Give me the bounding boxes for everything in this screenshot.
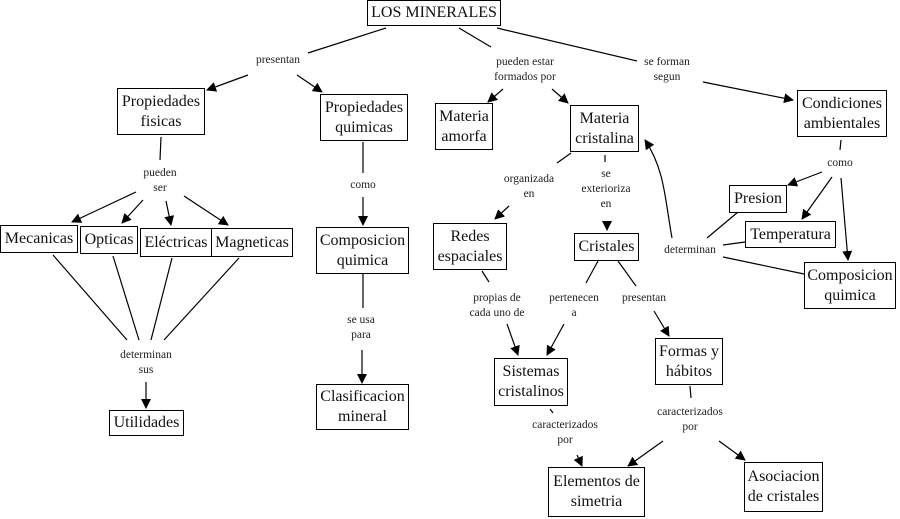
edge-arrow — [206, 74, 249, 92]
edge-line — [585, 260, 599, 284]
node-los-minerales[interactable]: LOS MINERALES — [367, 0, 501, 26]
link-caracterizados-por-2: caracterizados por — [657, 406, 723, 433]
node-asociacion-cristales[interactable]: Asociacion de cristales — [744, 462, 823, 512]
edge-arrow — [573, 454, 583, 467]
edge-line — [722, 256, 805, 275]
edge-line — [706, 211, 739, 239]
node-clasificacion-mineral[interactable]: Clasificacion mineral — [316, 384, 409, 430]
node-propiedades-fisicas[interactable]: Propiedades fisicas — [117, 88, 205, 135]
edge-arrow-curved — [644, 139, 673, 239]
edge-line — [556, 152, 572, 164]
link-pertenecen-a: pertenecen a — [549, 292, 599, 319]
link-pueden-ser: pueden ser — [143, 167, 177, 194]
link-caracterizados-por-1: caracterizados por — [532, 419, 598, 446]
node-redes-espaciales[interactable]: Redes espaciales — [433, 223, 507, 270]
edge-line — [163, 257, 240, 341]
edge-arrow — [702, 81, 794, 104]
node-temperatura[interactable]: Temperatura — [745, 221, 836, 248]
link-presentan-2: presentan — [621, 292, 667, 304]
node-sistemas-cristalinos[interactable]: Sistemas cristalinos — [494, 358, 568, 406]
edge-line — [481, 270, 490, 283]
edge-arrow — [653, 310, 670, 337]
node-elementos-simetria[interactable]: Elementos de simetria — [548, 467, 645, 517]
link-como: como — [350, 179, 376, 191]
edge-arrow — [546, 323, 565, 356]
edge-line — [839, 139, 842, 151]
node-materia-cristalina[interactable]: Materia cristalina — [570, 105, 639, 152]
node-magneticas[interactable]: Magneticas — [211, 228, 293, 257]
link-presentan: presentan — [255, 54, 301, 66]
link-determinan: determinan — [664, 244, 716, 256]
edge-line — [112, 255, 140, 341]
edge-line — [458, 27, 492, 48]
edge-line — [150, 257, 173, 341]
edge-arrow — [71, 191, 137, 223]
link-se-forman-segun: se forman segun — [644, 56, 690, 83]
edge-arrow — [801, 176, 833, 220]
node-presion[interactable]: Presion — [729, 185, 787, 213]
edge-line — [617, 260, 637, 287]
edge-arrow — [627, 440, 664, 467]
edge-line — [496, 27, 638, 62]
edge-arrow — [787, 171, 823, 187]
edge-arrow — [164, 200, 175, 226]
node-propiedades-quimicas[interactable]: Propiedades quimicas — [320, 94, 408, 141]
node-opticas[interactable]: Opticas — [80, 226, 138, 254]
edge-arrow — [296, 74, 323, 93]
node-condiciones-ambientales[interactable]: Condiciones ambientales — [797, 90, 887, 137]
node-electricas[interactable]: Eléctricas — [140, 228, 212, 257]
edge-line — [52, 254, 128, 341]
edge-arrow — [506, 323, 520, 356]
link-propias-de-cada-uno-de: propias de cada uno de — [469, 292, 525, 319]
edge-line — [549, 408, 554, 414]
node-cristales[interactable]: Cristales — [574, 233, 639, 261]
edge-line — [159, 136, 162, 161]
link-se-usa-para: se usa para — [347, 314, 375, 341]
node-composicion-quimica-2[interactable]: Composicion quimica — [804, 262, 896, 309]
edge-arrow — [551, 88, 569, 104]
link-organizada-en: organizada en — [503, 173, 555, 200]
link-determinan-sus: determinan sus — [120, 349, 172, 376]
edge-line — [689, 385, 692, 399]
node-mecanicas[interactable]: Mecanicas — [0, 225, 78, 253]
link-como-2: como — [827, 157, 853, 169]
node-composicion-quimica[interactable]: Composicion quimica — [316, 227, 409, 274]
edge-arrow — [840, 177, 853, 261]
edge-arrow — [494, 205, 510, 220]
edge-arrow — [718, 440, 746, 461]
node-utilidades[interactable]: Utilidades — [109, 410, 184, 436]
node-formas-habitos[interactable]: Formas y hábitos — [655, 338, 723, 385]
node-materia-amorfa[interactable]: Materia amorfa — [435, 103, 493, 150]
edge-arrow — [121, 199, 144, 224]
edge-arrow — [183, 195, 229, 226]
link-pueden-estar-formados-por: pueden estar formados por — [494, 56, 556, 83]
link-se-exterioriza-en: se exterioriza en — [581, 168, 631, 210]
edge-line — [722, 241, 746, 246]
edge-arrow — [487, 88, 504, 103]
edge-line — [307, 27, 387, 54]
